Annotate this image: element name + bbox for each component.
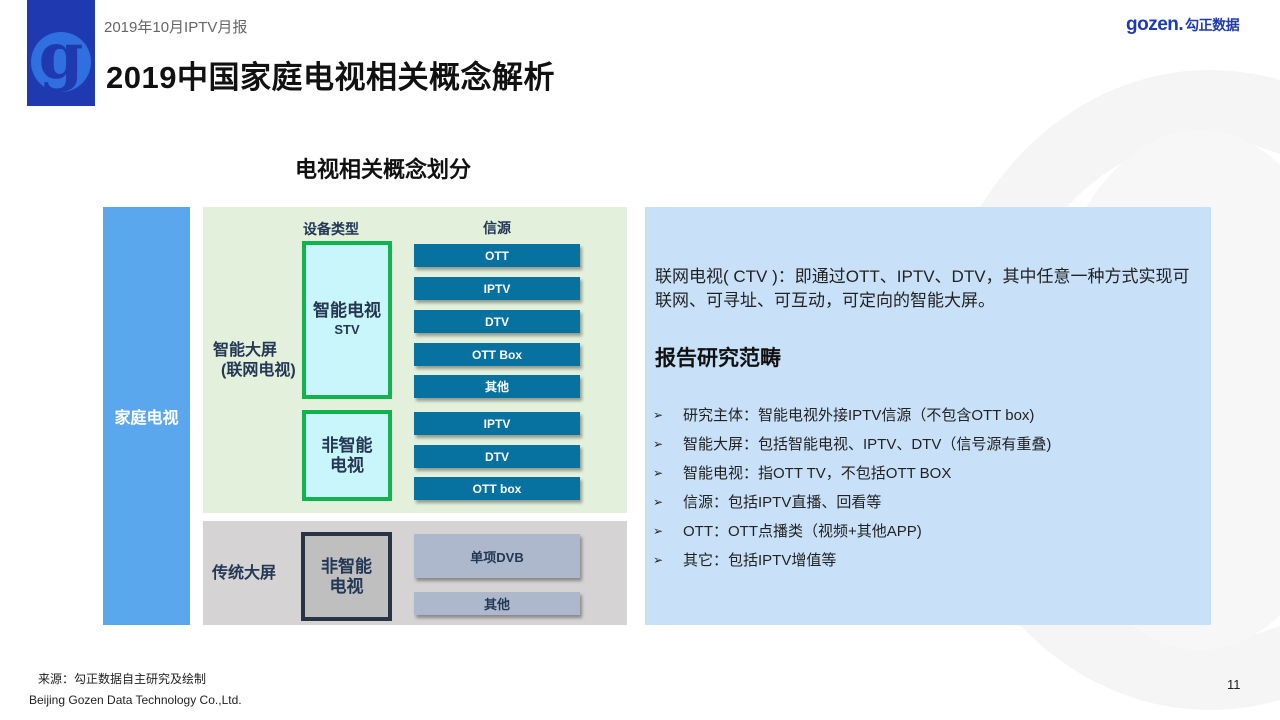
- brand-en: gozen.: [1126, 14, 1184, 35]
- page-number: 11: [1227, 677, 1241, 692]
- device-smart-tv: 智能电视 STV: [302, 241, 392, 399]
- smart-screen-label: 智能大屏 (联网电视): [213, 342, 296, 379]
- list-item: ➢信源：包括IPTV直播、回看等: [653, 488, 1051, 517]
- device-traditional-non-smart-tv: 非智能 电视: [301, 532, 392, 621]
- list-item: ➢OTT：OTT点播类（视频+其他APP): [653, 517, 1051, 546]
- source-other: 其他: [414, 375, 580, 398]
- report-subtitle: 2019年10月IPTV月报: [104, 19, 248, 36]
- list-item: ➢研究主体：智能电视外接IPTV信源（不包含OTT box): [653, 401, 1051, 430]
- ctv-definition: 联网电视( CTV )：即通过OTT、IPTV、DTV，其中任意一种方式实现可联…: [655, 267, 1190, 310]
- arrow-bullet-icon: ➢: [653, 553, 664, 567]
- scope-title: 报告研究范畴: [655, 347, 781, 370]
- source-other-traditional: 其他: [414, 592, 580, 615]
- arrow-bullet-icon: ➢: [653, 408, 664, 422]
- list-item: ➢智能电视：指OTT TV，不包括OTT BOX: [653, 459, 1051, 488]
- source-iptv-nonsmart: IPTV: [414, 412, 580, 435]
- device-type-header: 设备类型: [303, 221, 359, 237]
- smart-screen-group: 设备类型 信源 智能大屏 (联网电视) 智能电视 STV 非智能 电视 OTT …: [203, 207, 627, 513]
- device-non-smart-tv: 非智能 电视: [302, 410, 392, 501]
- arrow-bullet-icon: ➢: [653, 466, 664, 480]
- source-ott-box-nonsmart: OTT box: [414, 477, 580, 500]
- list-item: ➢智能大屏：包括智能电视、IPTV、DTV（信号源有重叠): [653, 430, 1051, 459]
- info-panel: 联网电视( CTV )：即通过OTT、IPTV、DTV，其中任意一种方式实现可联…: [645, 207, 1211, 625]
- brand-cn: 勾正数据: [1185, 17, 1240, 33]
- scope-list: ➢研究主体：智能电视外接IPTV信源（不包含OTT box) ➢智能大屏：包括智…: [653, 401, 1051, 575]
- page-title: 2019中国家庭电视相关概念解析: [106, 60, 555, 95]
- root-label: 家庭电视: [114, 410, 179, 427]
- diagram-title: 电视相关概念划分: [295, 157, 472, 182]
- traditional-screen-group: 传统大屏 非智能 电视 单项DVB 其他: [203, 521, 627, 625]
- arrow-bullet-icon: ➢: [653, 524, 664, 538]
- logo-g-icon: g: [31, 25, 91, 92]
- arrow-bullet-icon: ➢: [653, 495, 664, 509]
- traditional-screen-label: 传统大屏: [212, 565, 277, 582]
- source-ott: OTT: [414, 244, 580, 267]
- source-dtv: DTV: [414, 310, 580, 333]
- arrow-bullet-icon: ➢: [653, 437, 664, 451]
- source-note: 来源：勾正数据自主研究及绘制: [38, 672, 207, 686]
- brand-logo: gozen.勾正数据: [1126, 14, 1240, 36]
- source-ott-box: OTT Box: [414, 343, 580, 366]
- source-single-dvb: 单项DVB: [414, 534, 580, 578]
- source-iptv: IPTV: [414, 277, 580, 300]
- source-dtv-nonsmart: DTV: [414, 445, 580, 468]
- root-node-home-tv: 家庭电视: [103, 207, 190, 625]
- list-item: ➢其它：包括IPTV增值等: [653, 546, 1051, 575]
- source-header: 信源: [483, 220, 511, 236]
- logo-block: g: [27, 0, 95, 106]
- company-name: Beijing Gozen Data Technology Co.,Ltd.: [29, 693, 242, 707]
